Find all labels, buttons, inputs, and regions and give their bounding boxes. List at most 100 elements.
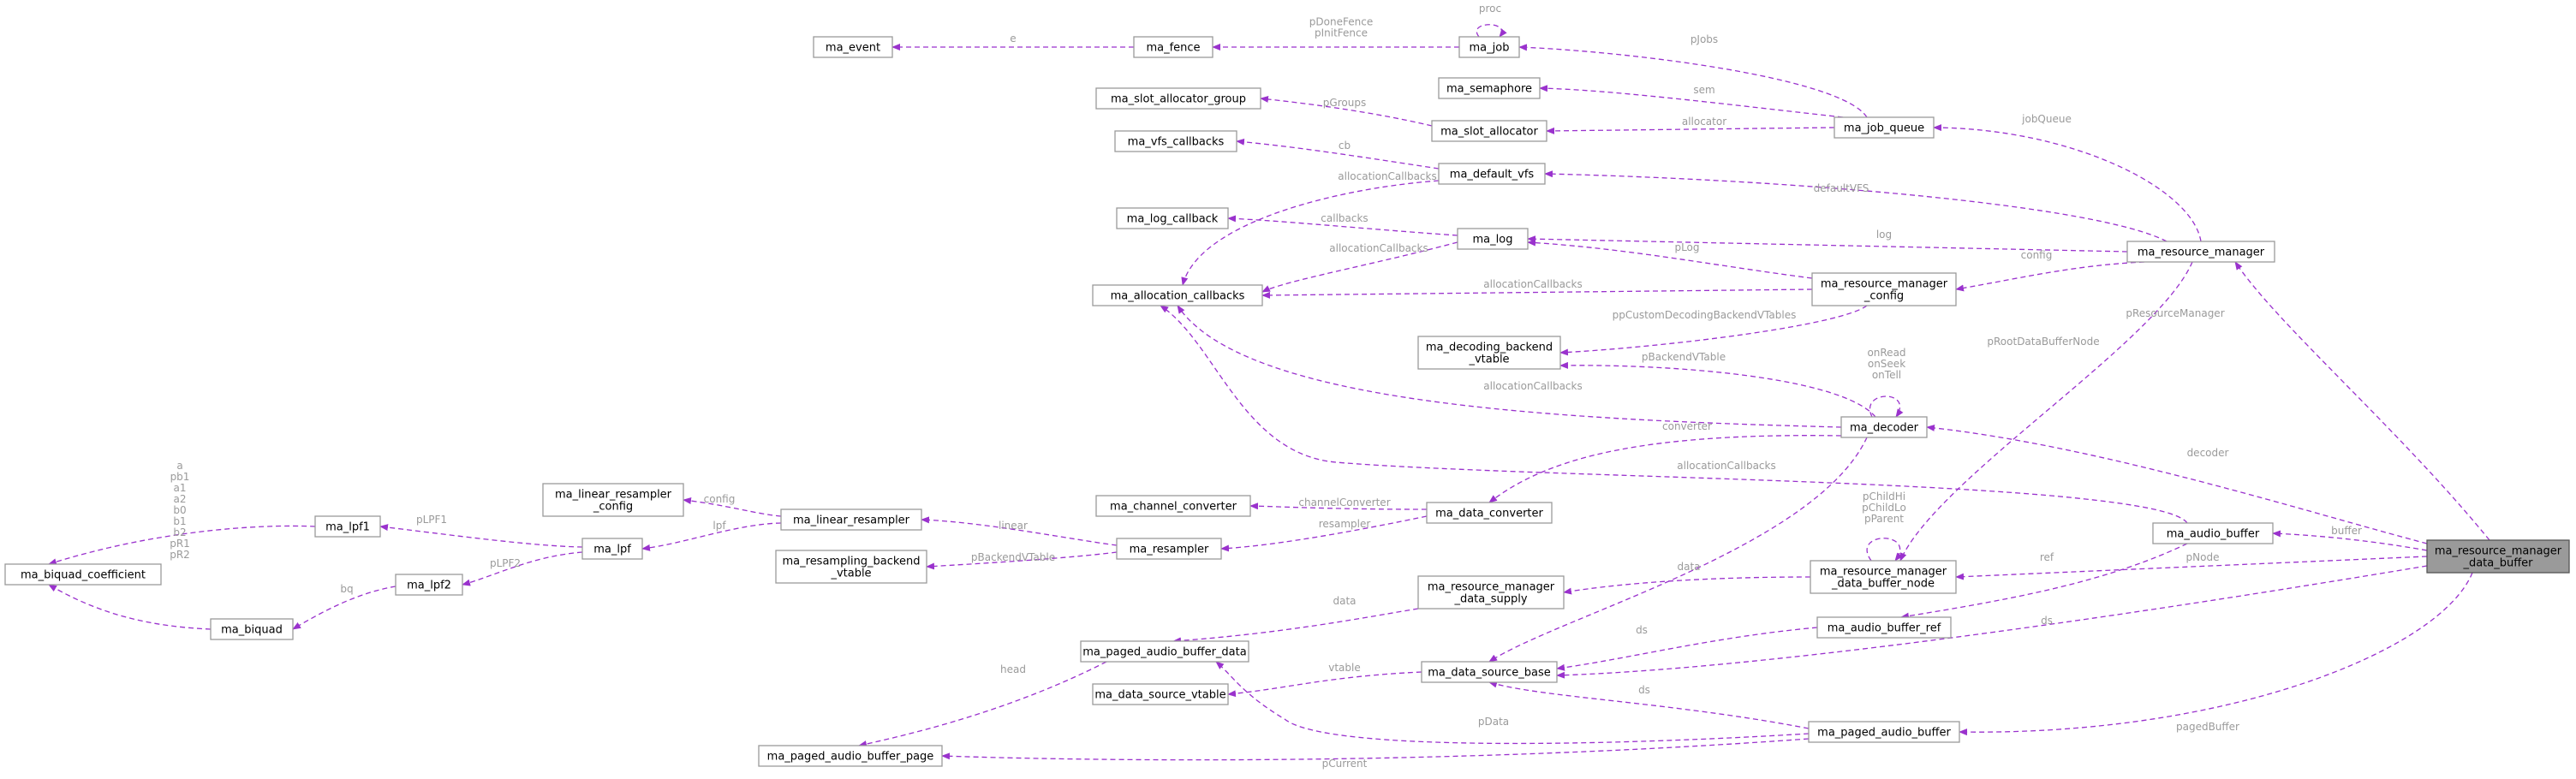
node-ma-decoder[interactable]: ma_decoder xyxy=(1840,416,1928,438)
node-box xyxy=(210,618,294,640)
node-ma-allocation-callbacks[interactable]: ma_allocation_callbacks xyxy=(1092,284,1263,306)
node-box xyxy=(1426,502,1553,524)
edge-label: pLPF2 xyxy=(490,557,521,569)
node-label: ma_job_queue xyxy=(1844,122,1924,135)
edge-ma_resource_manager_data_buffer-to-ma_decoder xyxy=(1926,424,2428,544)
edge-line xyxy=(1900,543,2188,620)
node-ma-resource-manager-config[interactable]: ma_resource_manager_config xyxy=(1811,272,1957,306)
node-ma-resource-manager-data-buffer[interactable]: ma_resource_manager_data_buffer xyxy=(2426,539,2570,574)
edge-ma_resource_manager-to-ma_job_queue xyxy=(1933,124,2202,242)
edge-label: linear xyxy=(999,520,1028,532)
node-label: ma_decoder xyxy=(1850,422,1919,435)
node-ma-biquad[interactable]: ma_biquad xyxy=(210,618,294,640)
edge-label-line: pagedBuffer xyxy=(2176,721,2239,733)
edge-label-line: resampler xyxy=(1319,518,1371,530)
node-label: ma_allocation_callbacks xyxy=(1111,290,1245,303)
node-ma-data-source-vtable[interactable]: ma_data_source_vtable xyxy=(1092,683,1229,705)
edge-label-line: pR1 xyxy=(170,538,190,550)
edge-line xyxy=(1160,305,2188,524)
node-label: ma_slot_allocator_group xyxy=(1111,93,1246,106)
edge-line xyxy=(1869,395,1904,418)
node-ma-resource-manager-data-supply[interactable]: ma_resource_manager_data_supply xyxy=(1417,575,1565,610)
edge-line xyxy=(1556,565,2428,679)
edge-line xyxy=(858,661,1107,748)
node-label: ma_job xyxy=(1470,42,1510,55)
edge-label-line: callbacks xyxy=(1321,212,1368,224)
node-ma-event[interactable]: ma_event xyxy=(813,36,893,58)
edge-line xyxy=(921,516,1118,546)
node-ma-audio-buffer-ref[interactable]: ma_audio_buffer_ref xyxy=(1816,616,1952,639)
edge-line xyxy=(1955,261,2145,292)
node-label-line: ma_job_queue xyxy=(1844,122,1924,135)
edge-ma_decoder-to-ma_data_source_base xyxy=(1488,437,1868,663)
nodes-layer: ma_resource_manager_data_buffer ma_resour… xyxy=(4,36,2570,767)
edge-line xyxy=(1227,671,1422,698)
node-box xyxy=(1810,560,1957,594)
node-ma-audio-buffer[interactable]: ma_audio_buffer xyxy=(2152,522,2274,544)
node-ma-paged-audio-buffer-page[interactable]: ma_paged_audio_buffer_page xyxy=(758,745,943,767)
edge-label: buffer xyxy=(2331,525,2362,537)
node-ma-lpf2[interactable]: ma_lpf2 xyxy=(395,574,463,596)
node-ma-linear-resampler[interactable]: ma_linear_resampler xyxy=(780,508,922,531)
node-ma-slot-allocator[interactable]: ma_slot_allocator xyxy=(1431,120,1547,142)
edge-ma_decoder-to-ma_decoder xyxy=(1869,395,1904,418)
edge-label: sem xyxy=(1693,84,1714,96)
node-ma-decoding-backend-vtable[interactable]: ma_decoding_backend_vtable xyxy=(1417,336,1561,370)
node-box xyxy=(1095,495,1251,517)
node-label: ma_resource_manager_config xyxy=(1821,278,1948,303)
edge-line xyxy=(1261,288,1813,299)
node-ma-log-callback[interactable]: ma_log_callback xyxy=(1116,207,1229,229)
edge-label-line: pJobs xyxy=(1690,33,1718,45)
edge-line xyxy=(926,551,1118,570)
edge-ma_audio_buffer-to-ma_allocation_callbacks xyxy=(1160,305,2188,524)
edge-ma_log-to-ma_log_callback xyxy=(1227,215,1458,236)
node-box xyxy=(780,508,922,531)
node-ma-resource-manager[interactable]: ma_resource_manager xyxy=(2126,241,2275,263)
node-ma-linear-resampler-config[interactable]: ma_linear_resampler_config xyxy=(542,483,684,517)
node-ma-job-queue[interactable]: ma_job_queue xyxy=(1834,116,1935,139)
node-ma-log[interactable]: ma_log xyxy=(1457,228,1529,250)
node-label: ma_paged_audio_buffer_data xyxy=(1082,646,1246,659)
edge-ma_resource_manager-to-ma_log xyxy=(1527,235,2128,253)
edge-label: ds xyxy=(1636,624,1648,636)
edge-ma_resource_manager_data_buffer-to-ma_resource_manager xyxy=(2234,261,2490,541)
node-ma-paged-audio-buffer[interactable]: ma_paged_audio_buffer xyxy=(1808,721,1960,743)
node-box xyxy=(581,538,643,560)
node-ma-resampling-backend-vtable[interactable]: ma_resampling_backend_vtable xyxy=(775,550,927,584)
edge-label: jobQueue xyxy=(2021,113,2072,125)
node-ma-resource-manager-data-buffer-node[interactable]: ma_resource_manager_data_buffer_node xyxy=(1810,560,1957,594)
node-label-line: ma_default_vfs xyxy=(1450,169,1535,181)
node-ma-semaphore[interactable]: ma_semaphore xyxy=(1438,77,1541,99)
node-ma-data-source-base[interactable]: ma_data_source_base xyxy=(1421,661,1558,683)
edge-line xyxy=(1227,215,1458,236)
node-label: ma_paged_audio_buffer xyxy=(1817,727,1951,740)
node-label-line: _data_supply xyxy=(1453,593,1527,606)
node-ma-default-vfs[interactable]: ma_default_vfs xyxy=(1438,163,1546,185)
node-label: ma_lpf1 xyxy=(325,521,370,534)
node-box xyxy=(1080,640,1249,663)
edge-label: pData xyxy=(1478,716,1509,728)
edge-line xyxy=(1236,138,1440,169)
node-ma-resampler[interactable]: ma_resampler xyxy=(1116,538,1222,560)
node-ma-lpf1[interactable]: ma_lpf1 xyxy=(314,515,381,538)
edge-ma_resource_manager_data_buffer_node-to-ma_resource_manager_data_supply xyxy=(1563,576,1811,595)
edge-ma_default_vfs-to-ma_allocation_callbacks xyxy=(1181,180,1440,286)
node-ma-paged-audio-buffer-data[interactable]: ma_paged_audio_buffer_data xyxy=(1080,640,1249,663)
node-ma-channel-converter[interactable]: ma_channel_converter xyxy=(1095,495,1251,517)
node-ma-data-converter[interactable]: ma_data_converter xyxy=(1426,502,1553,524)
edge-line xyxy=(1215,661,1810,745)
edge-label-line: ds xyxy=(1638,684,1650,696)
edge-label-line: log xyxy=(1876,229,1892,241)
node-ma-job[interactable]: ma_job xyxy=(1458,36,1520,58)
edge-label: pJobs xyxy=(1690,33,1718,45)
node-ma-biquad-coefficient[interactable]: ma_biquad_coefficient xyxy=(4,563,162,586)
edge-label-line: pResourceManager xyxy=(2126,307,2224,319)
node-ma-fence[interactable]: ma_fence xyxy=(1133,36,1213,58)
node-label-line: ma_paged_audio_buffer xyxy=(1817,727,1951,740)
edge-ma_resource_manager_data_buffer_node-to-ma_resource_manager_data_buffer_node xyxy=(1866,538,1903,562)
node-ma-slot-allocator-group[interactable]: ma_slot_allocator_group xyxy=(1095,87,1261,110)
edge-label-line: allocationCallbacks xyxy=(1677,460,1775,472)
node-label: ma_event xyxy=(826,42,880,55)
node-ma-lpf[interactable]: ma_lpf xyxy=(581,538,643,560)
node-ma-vfs-callbacks[interactable]: ma_vfs_callbacks xyxy=(1114,130,1237,152)
